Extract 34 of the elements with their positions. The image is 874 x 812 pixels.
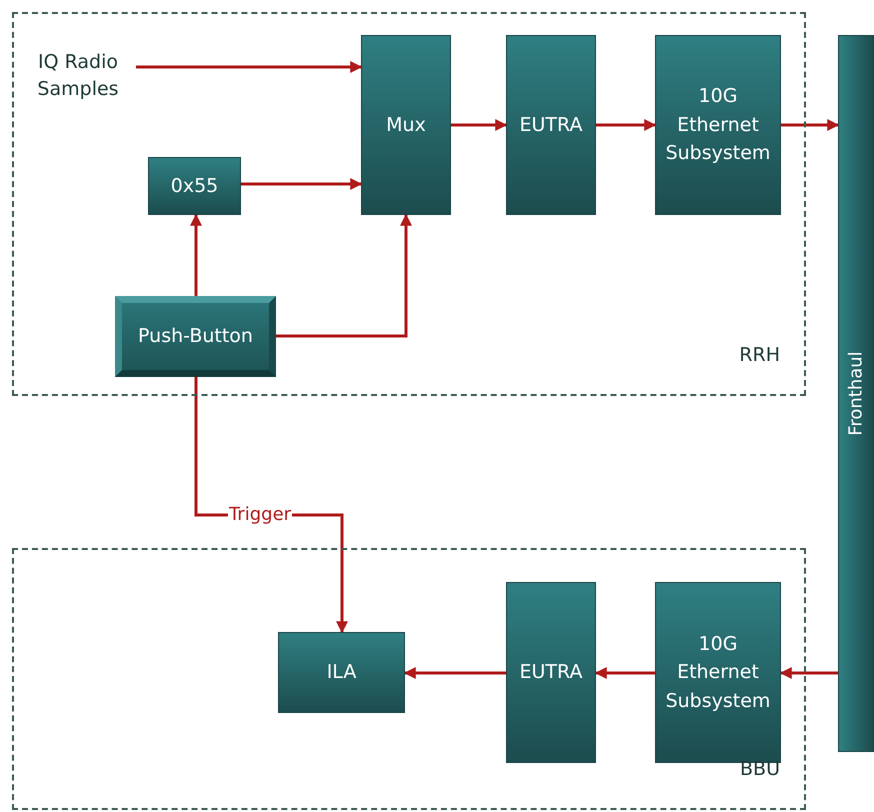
arrow <box>136 61 362 73</box>
arrow <box>404 667 506 679</box>
push-button-block <box>115 296 276 377</box>
edge-label: Trigger <box>228 505 292 525</box>
group-label: RRH <box>739 344 780 366</box>
arrow <box>276 214 412 338</box>
dashed-group-border <box>12 548 806 810</box>
block-label: ILA <box>326 660 358 686</box>
arrow <box>451 119 508 131</box>
input-label: IQ Radio Samples <box>36 50 120 102</box>
arrow <box>781 119 840 131</box>
process-block <box>361 35 451 215</box>
process-block <box>655 35 781 215</box>
arrow <box>190 214 202 296</box>
arrow <box>241 178 362 190</box>
arrow <box>596 119 656 131</box>
dashed-group-border <box>12 12 806 396</box>
block-label: EUTRA <box>518 660 584 686</box>
process-block <box>506 35 596 215</box>
block-label: 10G Ethernet Subsystem <box>664 84 772 166</box>
process-block <box>148 157 241 215</box>
process-block <box>278 632 405 713</box>
block-label: 0x55 <box>170 174 220 199</box>
process-block <box>655 582 781 763</box>
bus-label: Fronthaul <box>846 351 866 436</box>
block-label: Push-Button <box>137 324 254 350</box>
arrow <box>780 667 838 679</box>
group-label: BBU <box>740 758 780 780</box>
block-label: 10G Ethernet Subsystem <box>664 632 772 714</box>
block-label: Mux <box>385 112 427 138</box>
process-block <box>506 582 596 763</box>
bus-bar <box>838 35 874 752</box>
arrow <box>594 667 655 679</box>
block-label: EUTRA <box>518 112 584 138</box>
